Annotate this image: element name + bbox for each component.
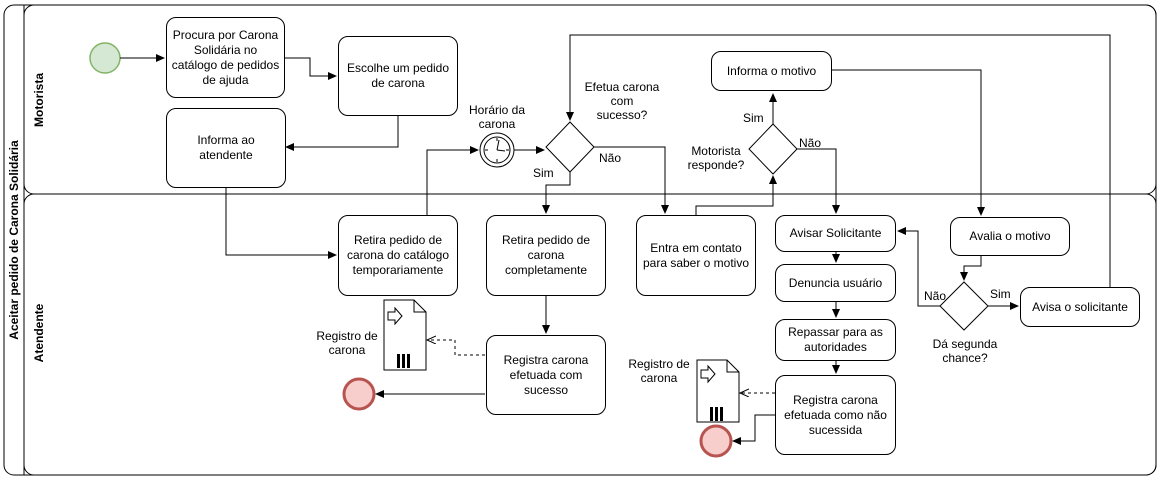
end-event-nao-sucesso <box>699 424 733 458</box>
lane-label-motorista: Motorista <box>32 73 46 127</box>
gateway-efetua <box>545 121 595 173</box>
task-denuncia-usuario[interactable]: Denuncia usuário <box>775 264 896 302</box>
data-store-registro-1-label: Registro de carona <box>316 329 378 357</box>
flow-informa-avalia <box>832 69 985 216</box>
pool-title: Aceitar pedido de Carona Solidária <box>7 140 21 340</box>
gateway-segunda-label: Dá segunda chance? <box>932 337 998 365</box>
flow-informa-retira <box>225 188 337 259</box>
timer-event <box>479 132 515 168</box>
gateway-motorista <box>748 123 798 175</box>
flow-avalia-segunda <box>960 256 982 281</box>
task-informa-motivo[interactable]: Informa o motivo <box>711 51 832 91</box>
lane-label-atendente: Atendente <box>32 303 46 363</box>
data-store-registro-2-icon <box>696 359 740 423</box>
gateway-motorista-label: Motorista responde? <box>687 144 745 172</box>
task-avalia-motivo[interactable]: Avalia o motivo <box>950 217 1070 256</box>
assoc-registro-1 <box>428 340 485 356</box>
lane-atendente <box>23 193 1157 476</box>
flow-label-nao-efetua: Não <box>599 151 622 165</box>
flow-procura-escolhe <box>285 57 337 80</box>
task-informa-atendente[interactable]: Informa ao atendente <box>166 108 286 188</box>
flow-label-sim-segunda: Sim <box>990 287 1011 301</box>
gateway-efetua-label: Efetua carona com sucesso? <box>584 80 660 122</box>
flow-avisa-loop <box>566 34 1111 287</box>
flow-escolhe-informa <box>285 116 399 151</box>
flow-contato-motorista <box>695 175 777 215</box>
flow-label-sim-motorista: Sim <box>743 111 764 125</box>
flow-label-sim-efetua: Sim <box>533 166 554 180</box>
task-retira-temporariamente[interactable]: Retira pedido de carona do catálogo temp… <box>338 215 458 296</box>
flow-registra-end2 <box>732 414 775 445</box>
flow-motorista-nao <box>797 148 840 214</box>
task-retira-completamente[interactable]: Retira pedido de carona completamente <box>486 215 606 296</box>
data-store-registro-1-icon <box>383 299 427 371</box>
data-store-registro-2-label: Registro de carona <box>628 357 690 385</box>
task-registra-sucesso[interactable]: Registra carona efetuada com sucesso <box>486 335 606 415</box>
task-avisar-solicitante[interactable]: Avisar Solicitante <box>775 215 896 252</box>
task-entra-contato[interactable]: Entra em contato para saber o motivo <box>636 215 756 296</box>
flow-label-nao-segunda: Não <box>924 289 947 303</box>
task-registra-nao-sucesso[interactable]: Registra carona efetuada como não sucess… <box>775 375 896 455</box>
flow-label-nao-motorista: Não <box>799 136 822 150</box>
timer-label: Horário da carona <box>468 103 526 131</box>
flow-gateway-nao <box>594 146 669 214</box>
task-escolhe-pedido[interactable]: Escolhe um pedido de carona <box>338 36 458 116</box>
end-event-sucesso <box>342 377 376 411</box>
flow-gateway-sim <box>542 172 571 214</box>
task-avisa-solicitante[interactable]: Avisa o solicitante <box>1020 287 1140 327</box>
task-repassar-autoridades[interactable]: Repassar para as autoridades <box>775 319 896 361</box>
task-procura-carona[interactable]: Procura por Carona Solidária no catálogo… <box>166 17 285 98</box>
flow-segunda-nao <box>897 227 940 307</box>
start-event <box>89 42 121 74</box>
flow-retira-timer <box>426 146 479 215</box>
gateway-segunda <box>939 281 989 331</box>
